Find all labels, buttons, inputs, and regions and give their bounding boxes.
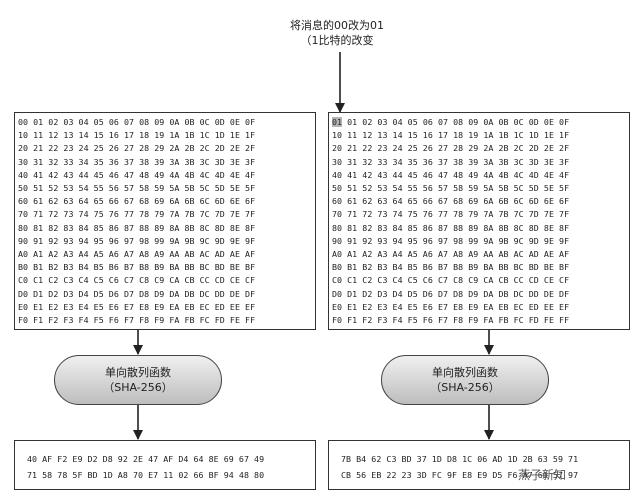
message-row: 30 31 32 33 34 35 36 37 38 39 3A 3B 3C 3…: [332, 156, 626, 169]
message-row: 10 11 12 13 14 15 16 17 18 19 1A 1B 1C 1…: [18, 129, 312, 142]
message-row: A0 A1 A2 A3 A4 A5 A6 A7 A8 A9 AA AB AC A…: [332, 248, 626, 261]
message-row: 40 41 42 43 44 45 46 47 48 49 4A 4B 4C 4…: [18, 169, 312, 182]
message-row: 70 71 72 73 74 75 76 77 78 79 7A 7B 7C 7…: [18, 208, 312, 221]
first-byte: 00: [18, 117, 28, 127]
message-row: 10 11 12 13 14 15 16 17 18 19 1A 1B 1C 1…: [332, 129, 626, 142]
digest-row: 40 AF F2 E9 D2 D8 92 2E 47 AF D4 64 8E 6…: [27, 451, 303, 467]
message-row: 80 81 82 83 84 85 86 87 88 89 8A 8B 8C 8…: [332, 222, 626, 235]
message-row: 20 21 22 23 24 25 26 27 28 29 2A 2B 2C 2…: [332, 142, 626, 155]
message-row: E0 E1 E2 E3 E4 E5 E6 E7 E8 E9 EA EB EC E…: [332, 301, 626, 314]
digest-row: 71 58 78 5F BD 1D A8 70 E7 11 02 66 BF 9…: [27, 467, 303, 483]
hash-function-algorithm: （SHA-256）: [382, 380, 548, 395]
message-row: F0 F1 F2 F3 F4 F5 F6 F7 F8 F9 FA FB FC F…: [332, 314, 626, 327]
message-row: 30 31 32 33 34 35 36 37 38 39 3A 3B 3C 3…: [18, 156, 312, 169]
annotation-line-2: （1比特的改变: [262, 33, 412, 48]
hash-function-left: 单向散列函数 （SHA-256）: [54, 355, 222, 405]
message-row: 50 51 52 53 54 55 56 57 58 59 5A 5B 5C 5…: [332, 182, 626, 195]
message-row: B0 B1 B2 B3 B4 B5 B6 B7 B8 B9 BA BB BC B…: [18, 261, 312, 274]
message-row: C0 C1 C2 C3 C4 C5 C6 C7 C8 C9 CA CB CC C…: [18, 274, 312, 287]
message-row: A0 A1 A2 A3 A4 A5 A6 A7 A8 A9 AA AB AC A…: [18, 248, 312, 261]
hash-function-name: 单向散列函数: [55, 365, 221, 380]
message-row: 01 01 02 03 04 05 06 07 08 09 0A 0B 0C 0…: [332, 116, 626, 129]
modified-message-box: 01 01 02 03 04 05 06 07 08 09 0A 0B 0C 0…: [328, 112, 630, 330]
message-row: F0 F1 F2 F3 F4 F5 F6 F7 F8 F9 FA FB FC F…: [18, 314, 312, 327]
message-row: 40 41 42 43 44 45 46 47 48 49 4A 4B 4C 4…: [332, 169, 626, 182]
message-row: E0 E1 E2 E3 E4 E5 E6 E7 E8 E9 EA EB EC E…: [18, 301, 312, 314]
message-row: 60 61 62 63 64 65 66 67 68 69 6A 6B 6C 6…: [18, 195, 312, 208]
message-row: 70 71 72 73 74 75 76 77 78 79 7A 7B 7C 7…: [332, 208, 626, 221]
original-digest-box: 40 AF F2 E9 D2 D8 92 2E 47 AF D4 64 8E 6…: [14, 440, 316, 490]
message-row: 80 81 82 83 84 85 86 87 88 89 8A 8B 8C 8…: [18, 222, 312, 235]
modified-digest-box: 7B B4 62 C3 BD 37 1D D8 1C 06 AD 1D 2B 6…: [328, 440, 630, 490]
hash-function-right: 单向散列函数 （SHA-256）: [381, 355, 549, 405]
digest-row: CB 56 EB 22 23 3D FC 9F E8 E9 D5 F6 A7 6…: [341, 467, 617, 483]
message-row: 20 21 22 23 24 25 26 27 28 29 2A 2B 2C 2…: [18, 142, 312, 155]
message-row: 90 91 92 93 94 95 96 97 98 99 9A 9B 9C 9…: [332, 235, 626, 248]
annotation-line-1: 将消息的00改为01: [262, 18, 412, 33]
change-annotation: 将消息的00改为01 （1比特的改变: [262, 18, 412, 48]
original-message-box: 00 01 02 03 04 05 06 07 08 09 0A 0B 0C 0…: [14, 112, 316, 330]
digest-row: 7B B4 62 C3 BD 37 1D D8 1C 06 AD 1D 2B 6…: [341, 451, 617, 467]
message-row: B0 B1 B2 B3 B4 B5 B6 B7 B8 B9 BA BB BC B…: [332, 261, 626, 274]
message-row: D0 D1 D2 D3 D4 D5 D6 D7 D8 D9 DA DB DC D…: [18, 288, 312, 301]
message-row: 50 51 52 53 54 55 56 57 58 59 5A 5B 5C 5…: [18, 182, 312, 195]
message-row: 00 01 02 03 04 05 06 07 08 09 0A 0B 0C 0…: [18, 116, 312, 129]
message-row: 90 91 92 93 94 95 96 97 98 99 9A 9B 9C 9…: [18, 235, 312, 248]
message-row: D0 D1 D2 D3 D4 D5 D6 D7 D8 D9 DA DB DC D…: [332, 288, 626, 301]
message-row: C0 C1 C2 C3 C4 C5 C6 C7 C8 C9 CA CB CC C…: [332, 274, 626, 287]
watermark: 燕子新知: [518, 466, 566, 483]
hash-function-algorithm: （SHA-256）: [55, 380, 221, 395]
hash-function-name: 单向散列函数: [382, 365, 548, 380]
changed-byte: 01: [332, 117, 342, 127]
message-row: 60 61 62 63 64 65 66 67 68 69 6A 6B 6C 6…: [332, 195, 626, 208]
